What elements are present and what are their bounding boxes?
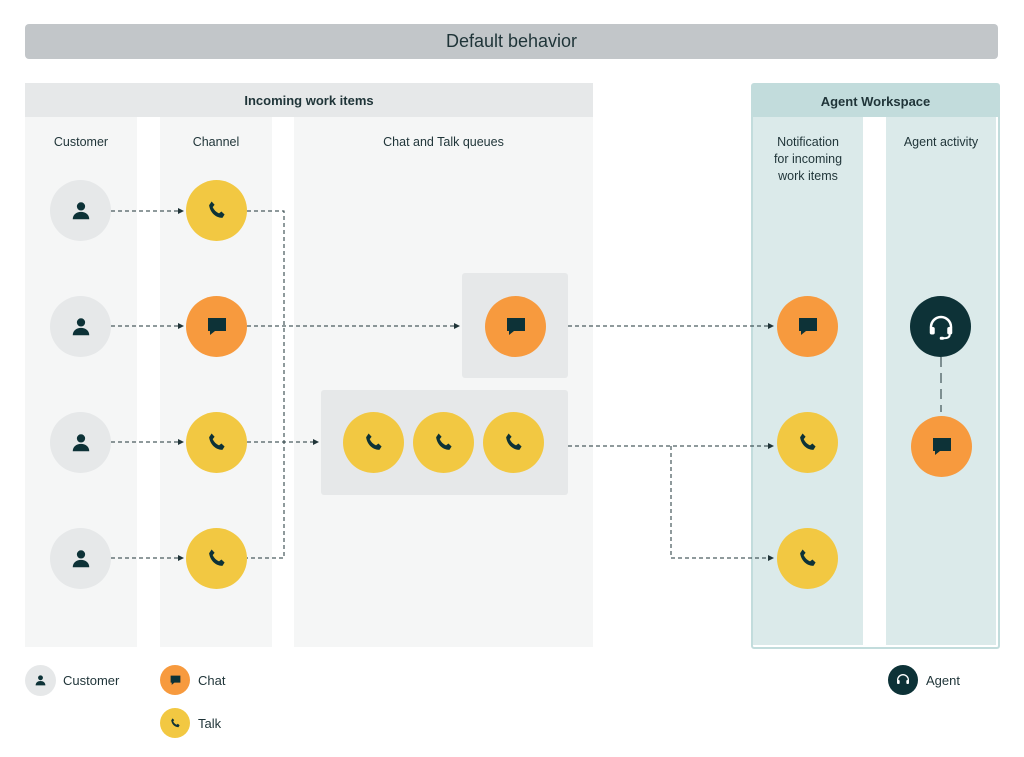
phone-icon [505,433,522,450]
headset-icon [897,674,909,684]
talk-queue-item [483,412,544,473]
legend-customer-label: Customer [63,673,120,688]
person-icon [35,675,46,686]
notification-column-label: Notification for incoming work items [773,135,843,183]
workspace-group-header: Agent Workspace [753,85,998,117]
talk-channel-node [186,528,247,589]
talk-channel-node [186,180,247,241]
incoming-group-header: Incoming work items [25,83,593,117]
legend-agent-swatch [888,665,918,695]
legend-agent-label: Agent [926,673,960,688]
talk-channel-node [186,412,247,473]
speech-bubble-icon [207,317,226,335]
customer-node [50,180,111,241]
phone-icon [208,201,225,218]
talk-notification [777,412,838,473]
person-icon [72,201,89,219]
chat-notification [777,296,838,357]
phone-icon [799,433,816,450]
legend-chat-label: Chat [198,673,226,688]
legend-customer-swatch [25,665,56,696]
phone-icon [208,549,225,566]
person-icon [72,433,89,451]
phone-icon [365,433,382,450]
phone-icon [435,433,452,450]
queues-column-label: Chat and Talk queues [383,135,504,149]
customer-node [50,296,111,357]
active-chat-node [911,416,972,477]
chat-channel-node [186,296,247,357]
queues-column [294,117,593,647]
legend-talk-label: Talk [198,716,222,731]
headset-icon [929,315,952,340]
customer-node [50,528,111,589]
person-icon [72,317,89,335]
legend-chat-swatch [160,665,190,695]
person-icon [72,549,89,567]
phone-icon [799,549,816,566]
legend-talk-swatch [160,708,190,738]
talk-queue-item [343,412,404,473]
page-title: Default behavior [25,24,998,59]
speech-bubble-icon [170,675,180,685]
phone-icon [208,433,225,450]
channel-column-label: Channel [192,135,240,149]
speech-bubble-icon [798,317,817,335]
customer-column-label: Customer [53,135,109,149]
speech-bubble-icon [932,437,951,455]
speech-bubble-icon [506,317,525,335]
agent-node [910,296,971,357]
phone-icon [170,717,180,727]
talk-notification [777,528,838,589]
chat-queue-item [485,296,546,357]
talk-queue-item [413,412,474,473]
customer-node [50,412,111,473]
activity-column-label: Agent activity [903,135,979,149]
